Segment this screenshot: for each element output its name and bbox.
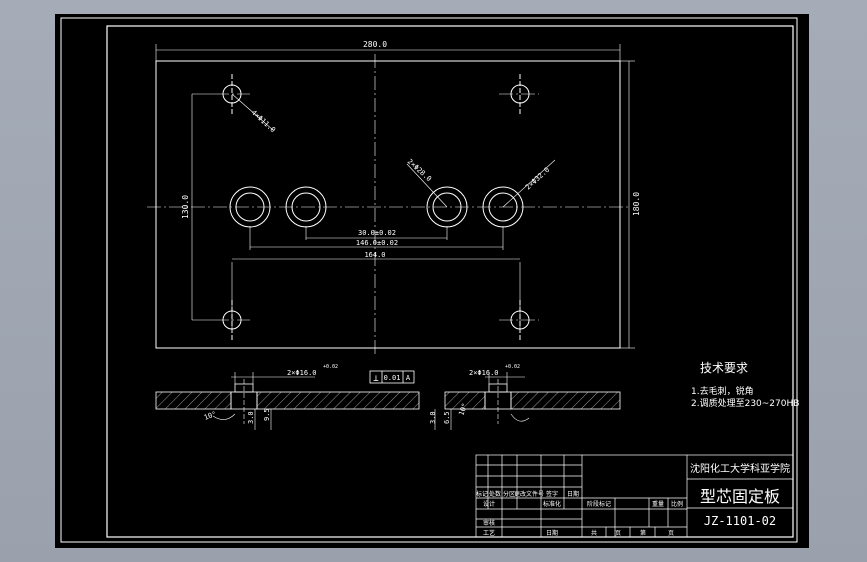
technical-notes: 技术要求 1.去毛刺，锐角 2.调质处理至230~270HB	[691, 361, 799, 409]
lbl-weight: 重量	[652, 500, 664, 508]
sec-dim-d: 6.5	[443, 411, 451, 424]
hdr-mark: 标记	[476, 490, 488, 498]
sec-dim-e: 3.0	[429, 411, 437, 424]
sec-right-label: 2×Φ16.0	[469, 369, 499, 377]
hdr-sign: 签字	[546, 490, 558, 498]
sec-dim-b: 3.0	[247, 411, 255, 424]
hdr-change-doc: 更改文件号	[514, 490, 544, 498]
sec-dim-c: 10°	[203, 410, 218, 422]
sec-right-tol: +0.02	[505, 364, 520, 370]
tolerance-frame: ⊥ 0.01 A	[369, 370, 415, 384]
lbl-pages-2: 页	[668, 530, 674, 537]
lbl-stage: 阶段标记	[587, 500, 611, 508]
lbl-sheet: 第	[640, 529, 646, 537]
tol-value: 0.01	[384, 374, 401, 382]
sec-dim-a: 9.5	[263, 408, 271, 421]
lbl-review: 审核	[483, 519, 495, 527]
dim-overall-height: 180.0	[632, 192, 641, 216]
dimension-lines	[155, 44, 635, 349]
dim-spacing-c: 164.0	[364, 251, 385, 259]
tol-symbol: ⊥	[373, 374, 379, 384]
notes-item-2: 2.调质处理至230~270HB	[691, 397, 799, 409]
sec-left-tol: +0.02	[323, 364, 338, 370]
part-name: 型芯固定板	[700, 487, 780, 506]
school-name: 沈阳化工大学科亚学院	[690, 462, 790, 475]
dim-hole-spacing-v: 130.0	[181, 195, 190, 219]
dim-overall-width: 280.0	[363, 40, 387, 49]
section-view: 2×Φ16.0 +0.02 2×Φ16.0 +0.02 9.5 3.0 10° …	[155, 364, 621, 430]
lbl-standard: 标准化	[543, 500, 561, 508]
plate-outline	[155, 60, 621, 349]
lbl-total: 共	[591, 529, 597, 537]
tol-datum: A	[406, 374, 411, 382]
dim-hole-big: 2×Φ32.0	[524, 166, 551, 192]
lbl-process-date: 日期	[546, 529, 558, 537]
sec-dim-f: 10°	[457, 402, 469, 417]
title-block: 沈阳化工大学科亚学院 型芯固定板 JZ-1101-02 标记 处数 分区 更改文…	[475, 454, 794, 538]
lbl-design: 设计	[483, 500, 495, 508]
centerlines	[147, 54, 629, 354]
hdr-zone: 分区	[503, 490, 515, 498]
notes-item-1: 1.去毛刺，锐角	[691, 385, 754, 397]
dim-hole-mid: 2×Φ28.0	[406, 158, 433, 184]
hdr-date: 日期	[567, 490, 579, 498]
lbl-process: 工艺	[483, 529, 495, 537]
outer-frame	[60, 17, 798, 543]
dim-spacing-b: 146.0±0.02	[356, 239, 398, 247]
dim-hole-small: 4×Φ11.0	[250, 109, 277, 135]
cad-drawing: 280.0 180.0 130.0 30.0±0.02 146.0±0.02 1…	[60, 17, 799, 543]
notes-title: 技术要求	[700, 361, 748, 375]
dim-spacing-a: 30.0±0.02	[358, 229, 396, 237]
lbl-pages-1: 页	[615, 530, 621, 537]
sec-left-label: 2×Φ16.0	[287, 369, 317, 377]
lbl-scale: 比例	[671, 500, 683, 508]
drawing-sheet: 280.0 180.0 130.0 30.0±0.02 146.0±0.02 1…	[55, 14, 809, 548]
drawing-number: JZ-1101-02	[704, 514, 776, 528]
hdr-count: 处数	[489, 490, 501, 498]
inner-frame	[106, 25, 794, 538]
